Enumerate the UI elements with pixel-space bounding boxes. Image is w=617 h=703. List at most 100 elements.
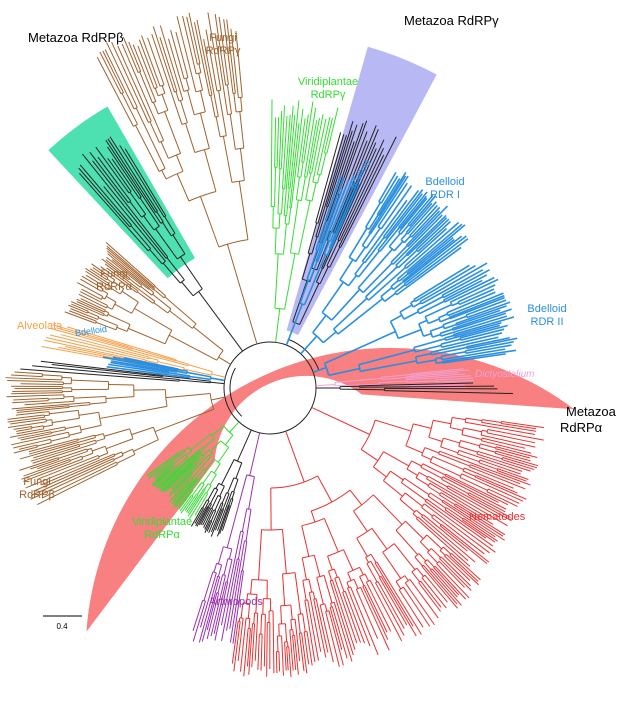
fungi-alpha-branch — [101, 307, 106, 311]
fungi-gamma-branch — [149, 121, 160, 143]
alveolata-branch — [114, 349, 150, 360]
viridiplantae-alpha-branch — [190, 479, 199, 488]
bdelloid-rdr1-branch — [405, 260, 416, 269]
nematodes-branch — [374, 562, 390, 587]
bdelloid-rdr1-leaf — [380, 171, 397, 199]
nematodes-branch — [426, 534, 443, 550]
fungi-beta-branch — [69, 404, 90, 408]
fungi-beta-arc — [50, 439, 52, 443]
bdelloid-rdr2-branch — [413, 337, 446, 349]
fungi-alpha-leaf — [81, 275, 100, 287]
nematodes-branch — [330, 603, 333, 608]
fungi-alpha-arc — [148, 288, 150, 290]
fungi-alpha-leaf — [80, 278, 95, 288]
nematodes-leaf — [428, 595, 441, 612]
viridiplantae-alpha-branch — [193, 458, 200, 465]
nematodes-branch — [431, 568, 440, 578]
nematodes-branch — [404, 582, 411, 591]
nematodes-leaf — [501, 449, 531, 459]
metazoa-beta-branch — [145, 196, 157, 213]
viridiplantae-gamma-arc — [305, 199, 313, 202]
metazoa-beta-branch — [128, 187, 132, 192]
metazoa-gamma-leaf — [339, 129, 379, 221]
bdelloid-rdr2-branch — [459, 334, 472, 339]
fungi-beta-branch — [131, 426, 154, 436]
fungi-beta-branch — [40, 418, 47, 421]
nematodes-branch — [329, 580, 335, 594]
bdelloid-rdr1-leaf — [370, 199, 408, 251]
fungi-gamma-leaf — [170, 29, 180, 60]
nematodes-leaf — [487, 436, 536, 448]
viridiplantae-alpha-branch — [183, 446, 189, 451]
nematodes-branch — [255, 594, 258, 614]
nematodes-arc — [439, 492, 442, 496]
nematodes-branch — [455, 503, 465, 510]
fungi-alpha-branch — [153, 302, 169, 314]
arthropods-leaf — [192, 609, 201, 632]
nematodes-arc — [405, 423, 414, 446]
label-bdelloid-rdr2-line1: Bdelloid — [527, 303, 567, 315]
metazoa-beta-leaf — [107, 146, 136, 189]
fungi-gamma-leaf — [205, 29, 215, 74]
viridiplantae-gamma-branch — [295, 176, 300, 200]
viridiplantae-alpha-branch — [184, 481, 190, 487]
metazoa-alpha-basal-leaf — [198, 512, 206, 525]
nematodes-branch — [405, 445, 423, 454]
bdelloid-gamma-leaf — [339, 170, 364, 223]
metazoa-alpha-basal-leaf — [221, 505, 232, 531]
nematodes-leaf — [281, 643, 284, 676]
fungi-beta-branch — [30, 428, 44, 432]
fungi-alpha-branch — [113, 281, 125, 290]
viridiplantae-alpha-branch — [178, 451, 186, 457]
nematodes-leaf — [246, 640, 251, 667]
fungi-alpha-leaf — [70, 301, 95, 312]
bdelloid-rdr2-stem — [312, 366, 327, 374]
viridiplantae-alpha-branch — [186, 450, 193, 456]
bdelloid-rdr2-branch — [465, 312, 472, 316]
fungi-beta-branch — [71, 379, 109, 383]
bdelloid-rdr1-branch — [354, 246, 366, 262]
fungi-gamma-branch — [240, 97, 243, 112]
nematodes-branch — [420, 580, 428, 590]
viridiplantae-gamma-leaf — [299, 118, 306, 158]
nematodes-branch — [414, 556, 423, 567]
nematodes-branch — [462, 519, 468, 524]
fungi-alpha-branch — [102, 289, 109, 294]
bdelloid-gamma-arc — [299, 302, 305, 306]
viridiplantae-alpha-arc — [203, 488, 206, 490]
nematodes-branch — [331, 606, 336, 617]
nematodes-branch — [463, 517, 469, 522]
nematodes-arc — [330, 606, 333, 608]
metazoa-beta-arc — [160, 221, 164, 224]
nematodes-branch — [316, 577, 324, 605]
nematodes-leaf — [231, 630, 238, 664]
metazoa-gamma-branch — [326, 231, 331, 241]
metazoa-beta-branch — [112, 206, 131, 228]
fungi-beta-branch — [29, 375, 43, 378]
fungi-gamma-branch — [114, 82, 122, 94]
viridiplantae-alpha-arc — [199, 451, 202, 454]
fungi-gamma-arc — [154, 87, 158, 90]
fungi-alpha-branch — [110, 287, 121, 295]
nematodes-branch — [395, 581, 402, 590]
metazoa-beta-leaf — [111, 158, 136, 193]
nematodes-branch — [440, 556, 444, 560]
metazoa-beta-branch — [134, 192, 140, 199]
bdelloid-rdr2-leaf — [461, 274, 488, 289]
fungi-beta-branch — [66, 402, 90, 405]
fungi-gamma-arc — [181, 122, 188, 125]
fungi-beta-branch — [89, 402, 107, 405]
fungi-gamma-branch — [226, 84, 232, 115]
fungi-alpha-branch — [114, 303, 132, 314]
fungi-gamma-branch — [203, 149, 217, 192]
viridiplantae-alpha-branch — [191, 451, 200, 459]
bdelloid-rdr1-branch — [377, 218, 384, 228]
bdelloid-rdr2-arc — [416, 309, 421, 315]
nematodes-branch — [343, 549, 354, 571]
nematodes-branch — [495, 448, 502, 451]
label-metazoa-gamma: Metazoa RdRPγ — [404, 13, 499, 28]
viridiplantae-alpha-leaf — [189, 494, 205, 519]
arthropods-leaf — [192, 616, 202, 642]
fungi-alpha-branch — [105, 295, 117, 303]
